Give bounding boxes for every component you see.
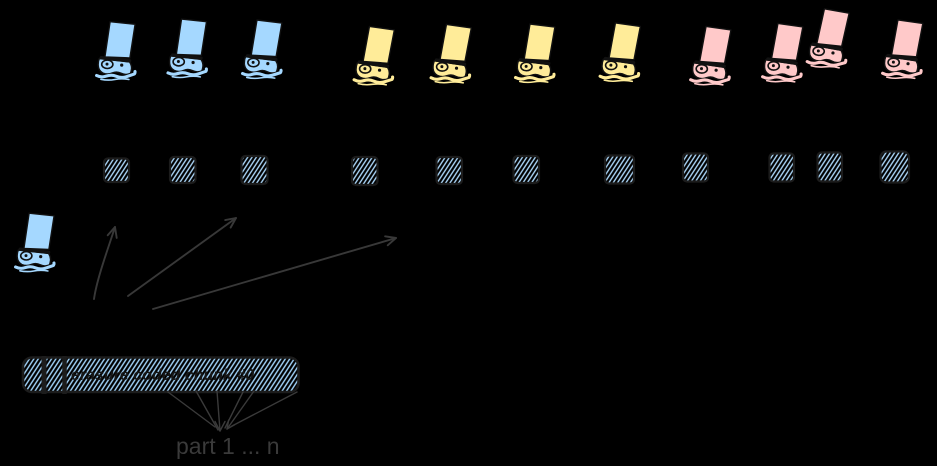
svg-text:erasure coded chunk #0: erasure coded chunk #0 [71,367,254,384]
svg-text:part 1 ... n: part 1 ... n [176,433,280,459]
